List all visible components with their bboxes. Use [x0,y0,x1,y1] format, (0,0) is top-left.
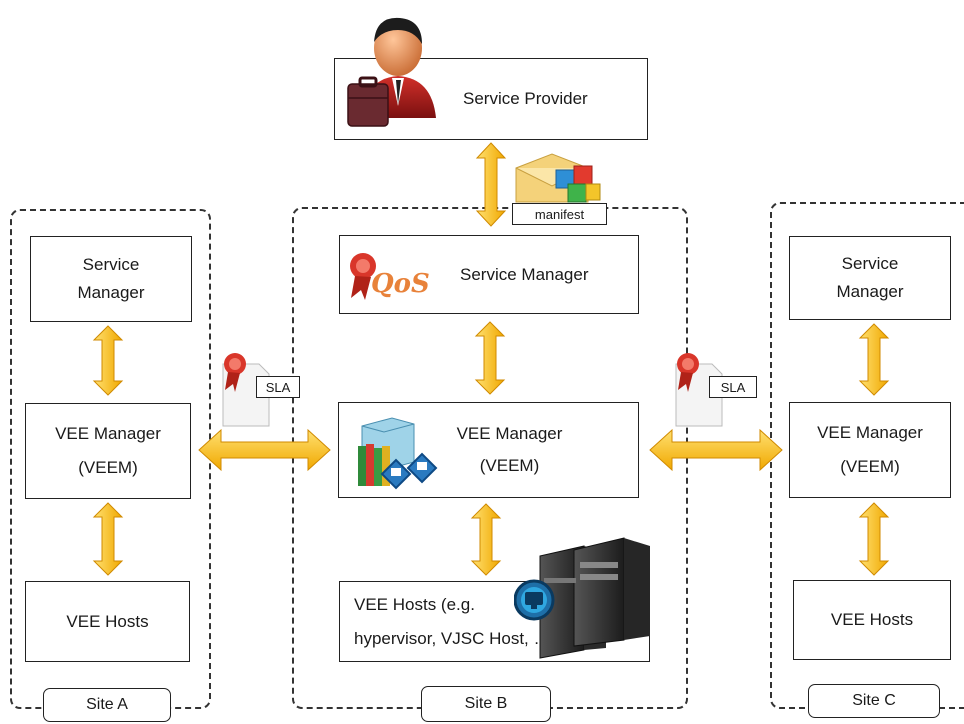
server-hosts-icon [514,537,650,659]
virtual-machines-icon [358,417,438,490]
site-a-vee-hosts: VEE Hosts [25,581,190,662]
site-a-label: Site A [43,688,171,722]
site-c-veem-line2: (VEEM) [840,457,900,476]
sla-tag-c: SLA [709,376,757,398]
site-b-sm-label: Service Manager [460,264,589,284]
arrow-site-a-sm-veem [92,325,124,396]
site-a-service-manager: Service Manager [30,236,192,322]
arrow-site-c-sm-veem [858,323,890,396]
site-a-sm-line2: Manager [77,283,145,302]
arrow-site-c-veem-hosts [858,502,890,576]
site-b-service-manager: Service Manager [339,235,639,314]
site-a-veem-line1: VEE Manager [55,424,161,443]
site-b-veem-line1: VEE Manager [456,424,563,443]
site-a-sm-line1: Service [82,255,140,274]
arrow-site-b-to-site-c [649,428,783,472]
site-c-vee-hosts: VEE Hosts [793,580,951,660]
arrow-site-b-sm-veem [474,321,506,395]
site-a-hosts-label: VEE Hosts [66,611,149,631]
site-c-sm-line1: Service [841,254,899,273]
arrow-provider-to-service-manager [475,142,507,227]
site-c-service-manager: Service Manager [789,236,951,320]
manifest-tag: manifest [512,203,607,225]
site-b-hosts-line1: VEE Hosts (e.g. [354,594,475,614]
service-provider-label: Service Provider [463,89,588,108]
site-c-vee-manager: VEE Manager (VEEM) [789,402,951,498]
site-b-hosts-line2: hypervisor, VJSC Host, …) [354,628,557,648]
service-provider-person-icon [347,17,436,127]
arrow-site-b-veem-hosts [470,503,502,576]
site-c-veem-line1: VEE Manager [817,423,923,442]
manifest-envelope-icon [515,153,601,203]
site-c-hosts-label: VEE Hosts [830,610,914,629]
qos-text: QoS [371,269,430,299]
site-a-veem-line2: (VEEM) [78,458,138,477]
qos-ribbon-icon: QoS [350,253,430,300]
arrow-site-a-veem-hosts [92,502,124,576]
arrow-site-a-to-site-b [198,428,331,472]
sla-tag-a: SLA [256,376,300,398]
site-a-vee-manager: VEE Manager (VEEM) [25,403,191,499]
site-c-sm-line2: Manager [836,282,904,301]
site-b-label: Site B [421,686,551,722]
site-b-veem-line2: (VEEM) [479,456,540,475]
site-c-label: Site C [808,684,940,718]
